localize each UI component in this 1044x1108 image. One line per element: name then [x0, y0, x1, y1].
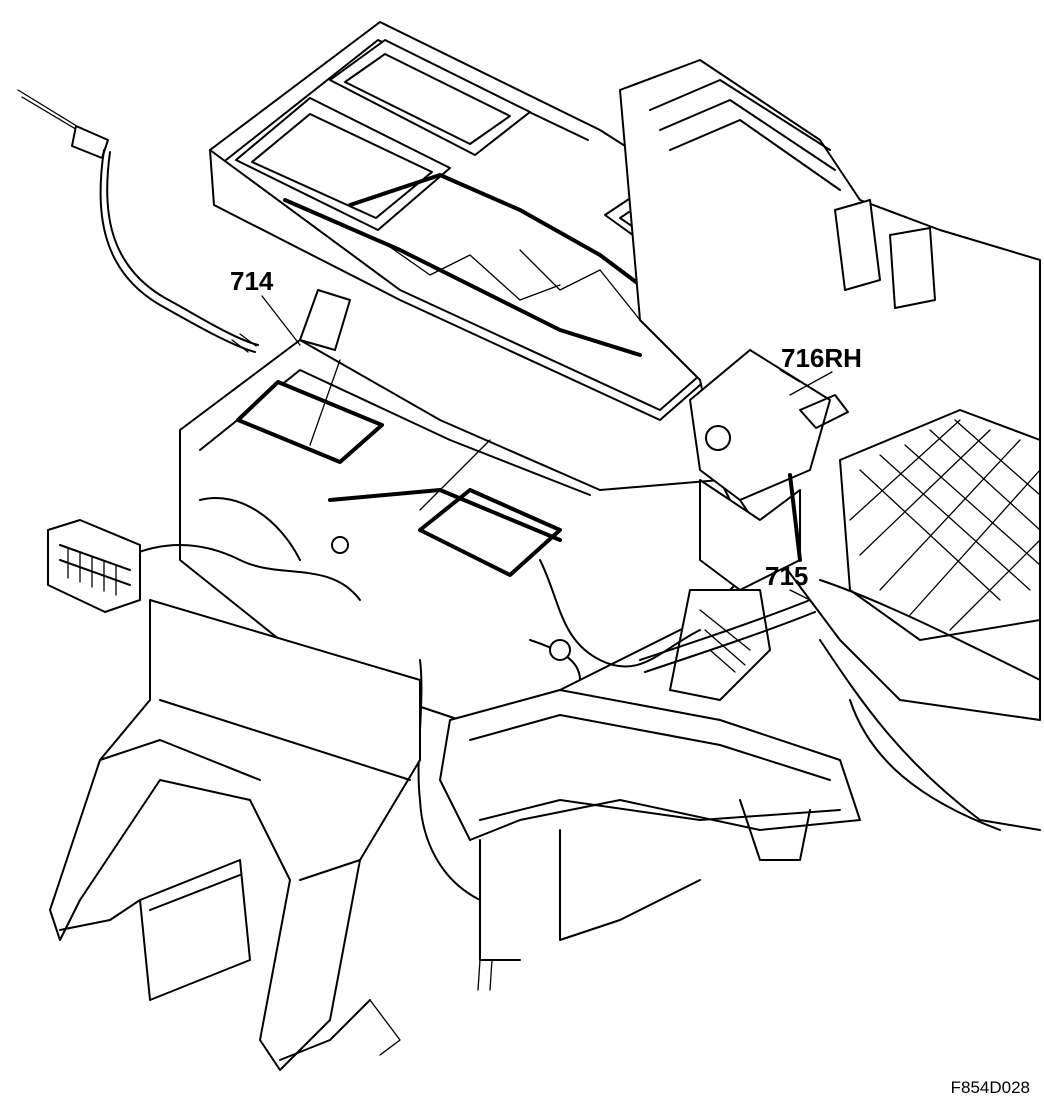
heater-housing [179, 289, 761, 721]
callout-714: 714 [230, 266, 274, 296]
center-wiring-harness [119, 497, 701, 901]
connector-plug [47, 519, 141, 613]
blower-housing [619, 59, 1041, 831]
callout-716rh: 716RH [781, 343, 862, 373]
center-air-duct [439, 689, 861, 991]
harness-wire [17, 89, 259, 353]
lower-distribution-ducts [49, 599, 421, 1071]
actuator-715 [639, 589, 816, 701]
callout-715: 715 [765, 561, 809, 591]
actuator-716rh [689, 349, 849, 591]
callout-leaders [261, 295, 833, 601]
figure-id: F854D028 [950, 1078, 1030, 1097]
